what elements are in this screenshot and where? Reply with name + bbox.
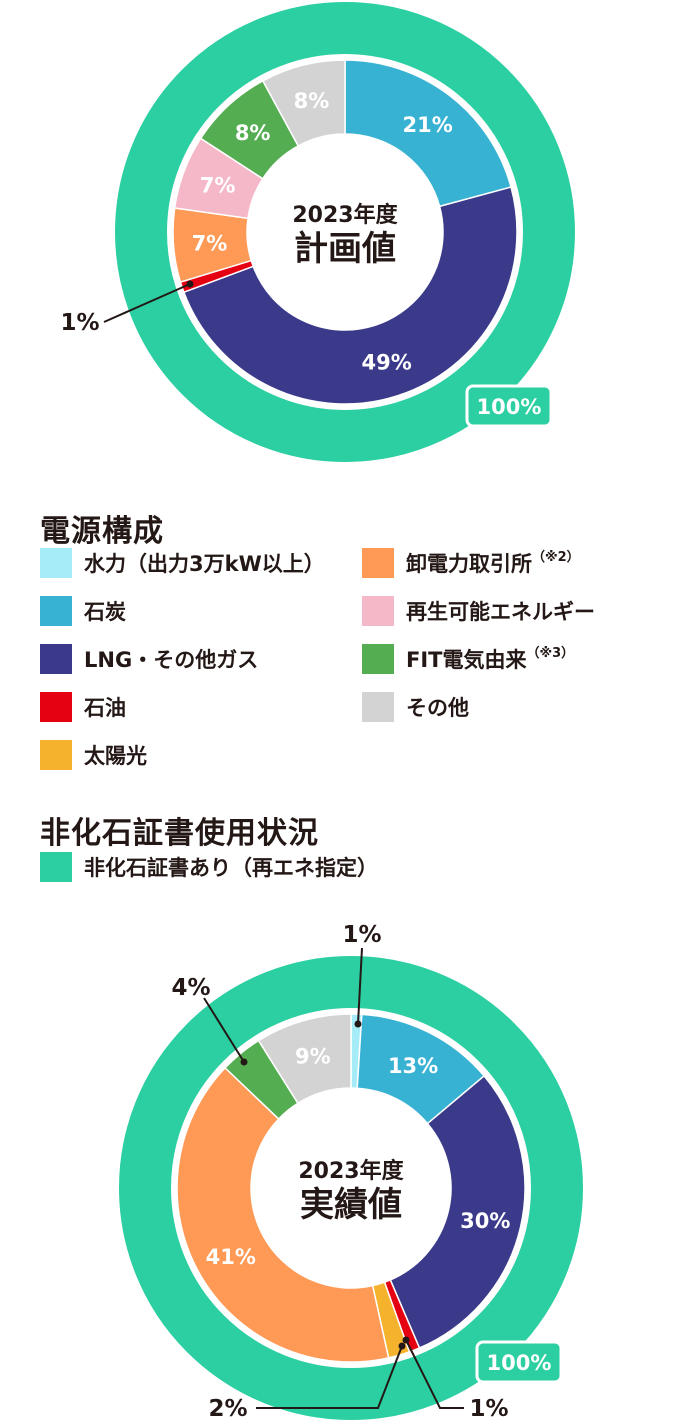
legend-item-solar: 太陽光 <box>40 740 147 770</box>
legend-item-coal: 石炭 <box>40 596 126 626</box>
slice-label-market: 41% <box>206 1245 256 1269</box>
legend-label-lng: LNG・その他ガス <box>84 648 259 672</box>
slice-label-hydro: 1% <box>342 922 381 948</box>
legend-swatch-fit <box>362 644 394 674</box>
legend-label-hydro: 水力（出力3万kW以上） <box>84 552 325 576</box>
legend-swatch-solar <box>40 740 72 770</box>
callout-dot-fit <box>240 1058 248 1066</box>
legend-label-coal: 石炭 <box>84 600 126 624</box>
legend-swatch-lng <box>40 644 72 674</box>
legend-item-other: その他 <box>362 692 469 722</box>
slice-label-solar: 2% <box>208 1396 247 1420</box>
power-source-legend-title: 電源構成 <box>40 514 164 549</box>
legend-label-solar: 太陽光 <box>84 744 147 768</box>
slice-label-lng: 49% <box>361 350 411 374</box>
callout-line-oil <box>103 283 191 323</box>
center-year-label: 2023年度 <box>292 202 398 228</box>
slice-label-coal: 13% <box>388 1054 438 1078</box>
certificate-outer-ring <box>115 2 575 462</box>
legend-item-certificate: 非化石証書あり（再エネ指定） <box>40 852 378 882</box>
legend-label-fit-text: FIT電気由来 <box>406 648 527 672</box>
legend-swatch-oil <box>40 692 72 722</box>
slice-market <box>176 1066 390 1363</box>
slice-label-coal: 21% <box>403 113 453 137</box>
center-title-label: 計画値 <box>294 229 396 269</box>
center-year-label: 2023年度 <box>298 1158 404 1184</box>
legend-item-fit: FIT電気由来（※3） <box>362 644 574 674</box>
slice-label-fit: 4% <box>171 975 210 1001</box>
legend-label-fit: FIT電気由来（※3） <box>406 644 574 674</box>
callout-dot-oil <box>186 280 194 288</box>
legend-swatch-market <box>362 548 394 578</box>
slice-label-market: 7% <box>192 232 228 256</box>
callout-line-solar <box>256 1345 403 1409</box>
outer-ring-label: 100% <box>487 1351 552 1375</box>
center-hole <box>247 134 443 330</box>
legend-swatch-renewable <box>362 596 394 626</box>
legend-note-market: （※2） <box>532 550 580 565</box>
callout-dot-hydro <box>354 1020 362 1028</box>
slice-label-renewable: 7% <box>200 173 236 197</box>
legend-item-renewable: 再生可能エネルギー <box>362 596 595 626</box>
callout-dot-solar <box>398 1342 406 1350</box>
outer-ring-badge <box>475 1340 563 1384</box>
outer-ring-badge <box>465 384 553 428</box>
legend-swatch-coal <box>40 596 72 626</box>
legend-swatch-certificate <box>40 852 72 882</box>
legend-item-market: 卸電力取引所（※2） <box>362 548 580 578</box>
legend-item-lng: LNG・その他ガス <box>40 644 258 674</box>
outer-ring-label: 100% <box>477 395 542 419</box>
legend-label-renewable: 再生可能エネルギー <box>406 600 595 624</box>
legend-item-hydro: 水力（出力3万kW以上） <box>40 548 325 578</box>
callout-line-hydro <box>357 947 363 1025</box>
legend-note-fit: （※3） <box>526 646 575 661</box>
slice-label-other: 8% <box>294 89 330 113</box>
slice-label-oil: 1% <box>469 1396 508 1420</box>
legend-swatch-hydro <box>40 548 72 578</box>
callout-dot-oil <box>402 1336 410 1344</box>
slice-label-other: 9% <box>295 1044 331 1068</box>
legend-swatch-other <box>362 692 394 722</box>
legend-label-market-text: 卸電力取引所 <box>406 552 532 576</box>
slice-label-lng: 30% <box>460 1209 510 1233</box>
slice-label-fit: 8% <box>235 121 271 145</box>
legend-label-market: 卸電力取引所（※2） <box>406 548 580 578</box>
legend-item-oil: 石油 <box>40 692 126 722</box>
legend-label-other: その他 <box>406 696 469 720</box>
center-title-label: 実績値 <box>300 1185 402 1225</box>
legend-label-oil: 石油 <box>84 696 126 720</box>
certificate-legend-title: 非化石証書使用状況 <box>40 816 319 851</box>
center-hole <box>251 1088 451 1288</box>
callout-line-oil <box>405 1339 464 1409</box>
certificate-outer-ring <box>119 956 583 1420</box>
legend-label-certificate: 非化石証書あり（再エネ指定） <box>84 856 378 880</box>
slice-label-oil: 1% <box>60 310 99 336</box>
callout-line-fit <box>203 997 245 1063</box>
